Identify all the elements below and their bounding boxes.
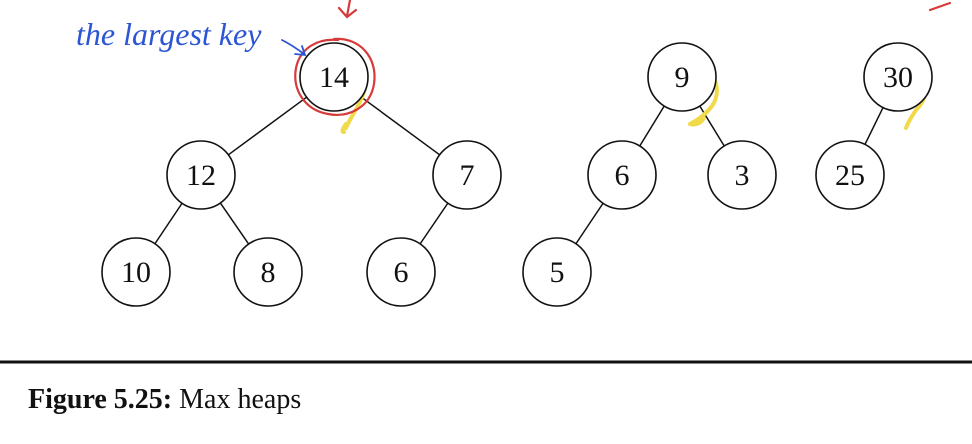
node-circle [101,237,171,307]
heap-node: 3 [707,140,777,210]
tree-edge [864,107,884,145]
tree-edge [227,96,308,156]
heap-node: 6 [587,140,657,210]
red-arrow-mark [337,0,358,19]
heap-node: 10 [101,237,171,307]
node-circle [233,237,303,307]
red-circle-mark [294,37,376,116]
node-circle [166,140,236,210]
heap-node: 9 [647,42,717,112]
node-circle [815,140,885,210]
node-key: 14 [319,61,349,94]
tree-edge [419,202,449,245]
node-circle [707,140,777,210]
node-key: 5 [550,256,565,289]
node-key: 6 [394,256,409,289]
tree-edge [639,105,665,147]
node-circle [366,237,436,307]
heap-node: 5 [522,237,592,307]
annotation-largest-key: the largest key [76,16,262,52]
figure-caption: Figure 5.25: Max heaps [28,384,301,416]
heap-node: 8 [233,237,303,307]
figure-label: Figure 5.25: [28,384,173,415]
node-circle [432,140,502,210]
heap-node: 25 [815,140,885,210]
node-key: 25 [835,159,865,192]
node-key: 3 [735,159,750,192]
node-key: 12 [186,159,216,192]
heap-node: 6 [366,237,436,307]
annotation-arrow [281,39,307,57]
heap-node: 14 [299,42,369,112]
node-circle [299,42,369,112]
tree-edge [219,202,250,245]
node-circle [863,42,933,112]
heap-node: 7 [432,140,502,210]
highlight-layer [315,59,928,134]
node-circle [522,237,592,307]
red-corner-mark [928,1,952,12]
node-circle [647,42,717,112]
node-key: 9 [675,61,690,94]
tree-edge [575,202,604,245]
node-key: 7 [460,159,475,192]
tree-edge [699,105,725,147]
node-key: 6 [615,159,630,192]
node-key: 30 [883,61,913,94]
figure-title: Max heaps [179,384,302,415]
heap-node: 30 [863,42,933,112]
node-key: 8 [261,256,276,289]
tree-edge [360,96,441,156]
heap-node: 12 [166,140,236,210]
tree-edge [154,202,183,245]
node-key: 10 [121,256,151,289]
node-circle [587,140,657,210]
